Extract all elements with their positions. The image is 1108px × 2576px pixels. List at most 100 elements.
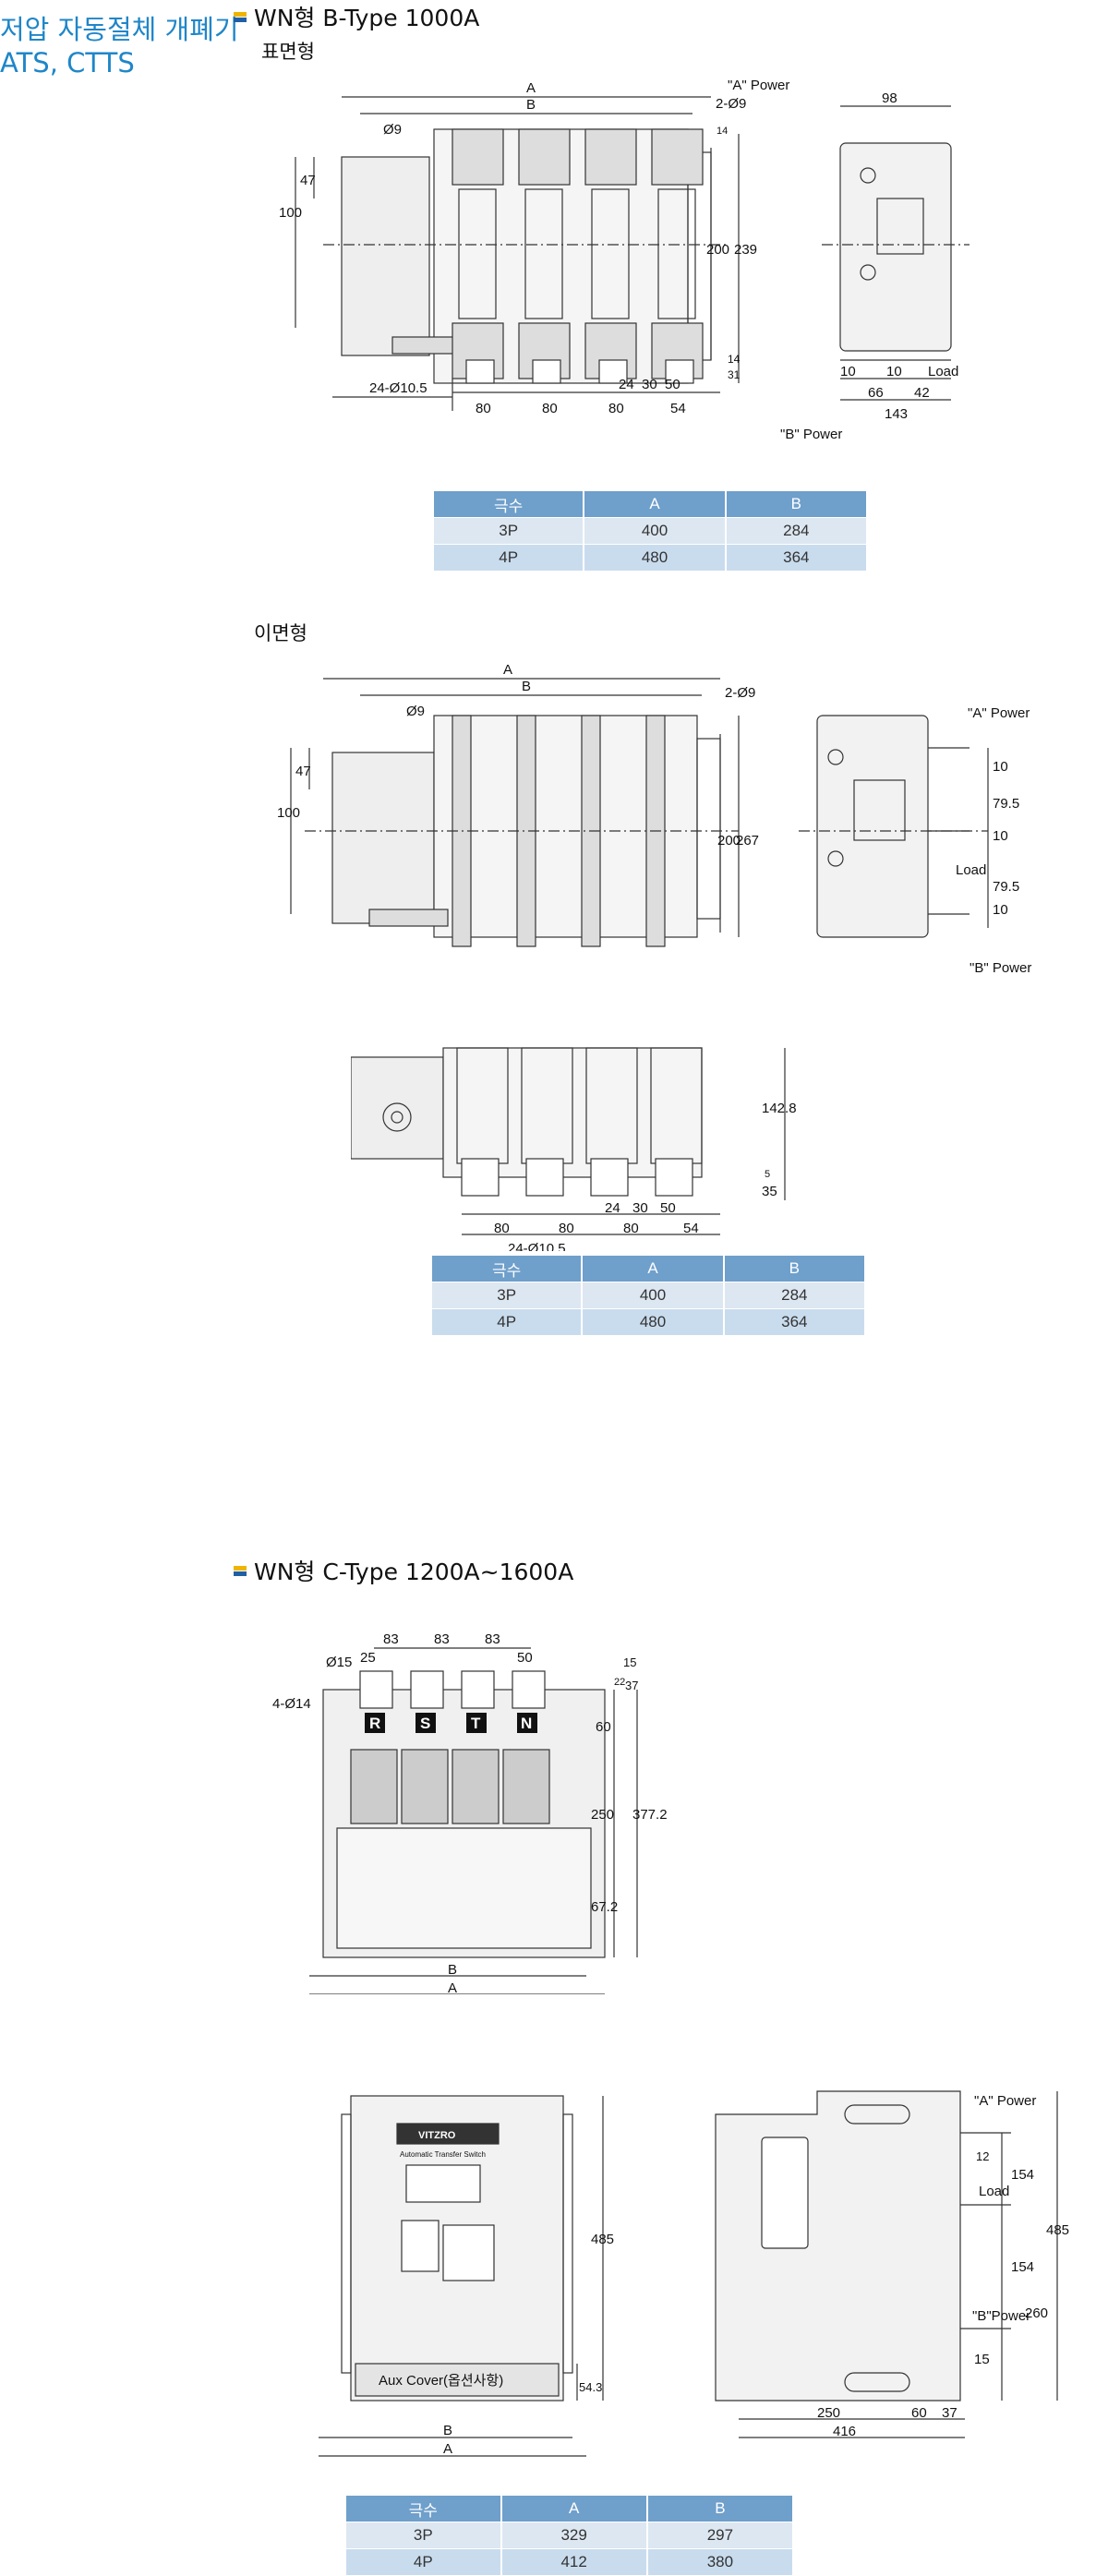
table-header-cell: A [584,491,727,518]
dim-200: 200 [717,833,741,849]
b-type-rear-drawing: A B Ø9 2-Ø9 100 47 200 267 "A" Power 10 … [277,662,1031,976]
brand-vitzro: VITZRO [418,2130,456,2141]
table-cell: 400 [584,517,727,545]
dim-143: 143 [885,406,908,422]
label-b-power: "B" Power [780,427,842,442]
dim-47: 47 [295,764,311,779]
section-c-title: WN형 C-Type 1200A~1600A [234,1554,573,1587]
dim-83c: 83 [485,1631,500,1647]
dim-260: 260 [1025,2305,1048,2321]
table-header-cell: A [582,1256,725,1282]
label-a-power: "A" Power [968,705,1030,721]
dim-30: 30 [632,1200,648,1216]
dim-12: 12 [976,2149,989,2163]
dim-A: A [503,662,512,678]
table-cell: 364 [725,544,869,571]
front-type-label: 표면형 [261,41,315,63]
dim-holes: 24-Ø10.5 [369,380,428,396]
dim-holes: 24-Ø10.5 [508,1241,566,1251]
dim-267: 267 [736,833,759,849]
dim-66: 66 [868,385,884,401]
dim-A: A [443,2441,452,2457]
table-cell: 4P [346,2548,502,2575]
dim-250: 250 [591,1807,614,1823]
label-b-power: "B"Power [972,2308,1030,2324]
dim-250: 250 [817,2405,840,2421]
dim-47: 47 [300,173,316,188]
dim-54-3: 54.3 [579,2380,602,2394]
dim-31: 31 [728,368,741,381]
label-load: Load [956,862,986,878]
dim-10b: 10 [886,364,902,379]
operator-housing [341,156,430,356]
dim-142-8: 142.8 [762,1101,797,1116]
table-cell: 364 [723,1308,867,1335]
dim-100: 100 [277,805,300,821]
dim-5: 5 [765,1169,770,1180]
phase-terminals [359,1670,546,1709]
section-c-title-text: WN형 C-Type 1200A~1600A [254,1559,574,1585]
dim-A: A [526,80,536,96]
table-cell: 297 [646,2522,795,2549]
sidebar-title-line2: ATS, CTTS [0,47,135,78]
spec-table-1: 극수 A B 3P 400 284 4P 480 364 [434,491,869,571]
table-cell: 480 [582,1308,725,1335]
rear-type-label: 이면형 [254,622,307,644]
side-view [839,142,952,352]
section-marker-icon [234,1565,247,1576]
dim-79-5b: 79.5 [993,879,1019,895]
sidebar-title-line1: 저압 자동절체 개폐기 [0,14,239,45]
table-header-cell: 극수 [432,1256,584,1282]
table-row: 4P 480 364 [434,544,869,571]
table-header-cell: 극수 [346,2496,502,2522]
b-type-front-drawing: A B Ø9 2-Ø9 "A" Power 98 14 100 47 200 2… [279,78,970,442]
dim-10a: 10 [993,759,1008,775]
dim-377-2: 377.2 [632,1807,668,1823]
table-row: 3P 400 284 [434,517,869,545]
phase-label-t: T [471,1715,481,1732]
dim-35: 35 [762,1184,777,1199]
dim-154a: 154 [1011,2167,1034,2183]
table-header: 극수 A B [346,2496,795,2522]
dim-30: 30 [642,377,657,392]
c-type-front-drawing: VITZRO Automatic Transfer Switch Aux Cov… [319,2095,614,2457]
table-cell: 3P [432,1282,584,1309]
dim-200: 200 [706,242,729,258]
dim-2-phi9: 2-Ø9 [725,685,755,701]
dim-15: 15 [623,1655,636,1669]
dim-50: 50 [660,1200,676,1216]
table-cell: 4P [434,544,585,571]
table-cell: 480 [584,544,727,571]
dim-10c: 10 [993,902,1008,918]
table-row: 4P 480 364 [432,1308,867,1335]
dim-80b: 80 [542,401,558,416]
table-cell: 412 [500,2548,648,2575]
dim-80a: 80 [476,401,491,416]
b-type-top-view: 142.8 5 35 24 30 50 24-Ø10.5 80 80 80 54 [351,1047,797,1251]
dim-phi9: Ø9 [406,704,425,719]
table-header-cell: 극수 [434,491,585,518]
table-cell: 284 [723,1282,867,1309]
dim-24: 24 [619,377,634,392]
dim-485: 485 [591,2232,614,2247]
table-cell: 380 [646,2548,795,2575]
label-load: Load [979,2184,1009,2199]
table-header-cell: B [725,491,869,518]
dim-10b: 10 [993,828,1008,844]
c-type-side-drawing: "A" Power 12 154 Load 154 "B"Power 485 2… [715,2090,1069,2439]
dim-79-5a: 79.5 [993,796,1019,812]
dim-60: 60 [596,1719,611,1735]
dim-50: 50 [665,377,680,392]
dim-83a: 83 [383,1631,399,1647]
dim-54: 54 [670,401,686,416]
dim-B: B [448,1962,457,1978]
phase-label-s: S [420,1715,430,1732]
dim-24: 24 [605,1200,620,1216]
table-header: 극수 A B [432,1256,867,1282]
phase-label-n: N [521,1715,532,1732]
dim-485: 485 [1046,2222,1069,2238]
dim-2-phi9: 2-Ø9 [716,96,746,112]
dim-25: 25 [360,1650,376,1666]
spec-table-2: 극수 A B 3P 400 284 4P 480 364 [432,1256,867,1335]
dim-14b: 14 [728,353,741,366]
